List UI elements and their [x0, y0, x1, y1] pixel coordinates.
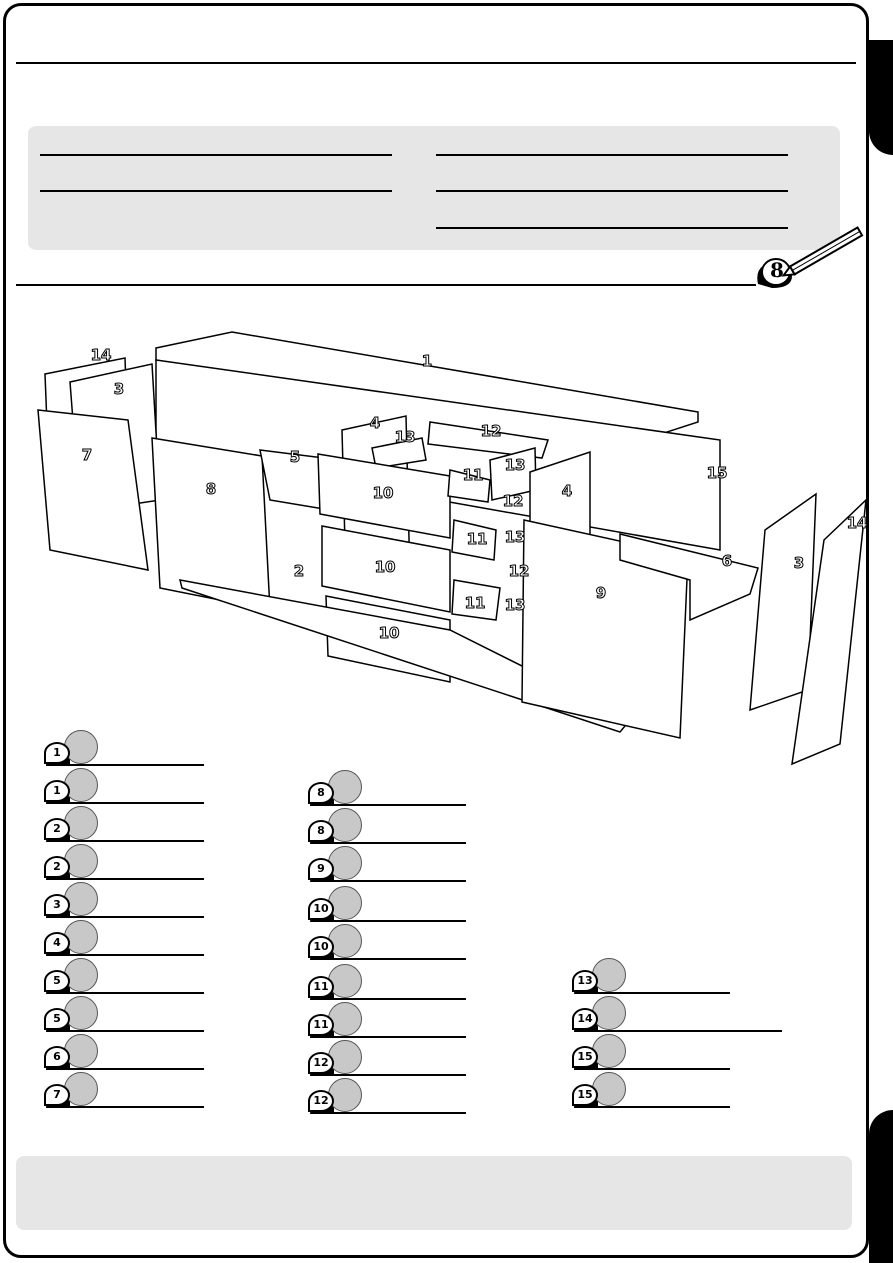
- part-row: 11: [308, 964, 468, 1000]
- callout-10b: 10: [374, 558, 396, 577]
- part-shelf-6: [619, 533, 759, 622]
- callout-8: 8: [205, 480, 217, 499]
- part-row: 3: [44, 882, 204, 918]
- callout-13a: 13: [394, 428, 416, 447]
- step-number: 8: [770, 258, 784, 282]
- info-panel: [28, 126, 840, 250]
- part-row: 14: [572, 996, 784, 1032]
- part-row: 15: [572, 1072, 732, 1108]
- part-drawer-side-11c: [451, 579, 501, 621]
- part-row: 13: [572, 958, 732, 994]
- part-drawer-side-11b: [451, 519, 497, 561]
- part-row: 2: [44, 844, 204, 880]
- part-drawer-side-13: [371, 437, 427, 469]
- part-row: 9: [308, 846, 468, 882]
- callout-6: 6: [721, 552, 733, 571]
- part-door-7: [37, 409, 149, 571]
- part-row: 8: [308, 770, 468, 806]
- part-row: 15: [572, 1034, 732, 1070]
- callout-4b: 4: [561, 482, 573, 501]
- part-row: 10: [308, 924, 468, 960]
- callout-10c: 10: [378, 624, 400, 643]
- callout-13b: 13: [504, 456, 526, 475]
- callout-5: 5: [289, 448, 301, 467]
- callout-9: 9: [595, 584, 607, 603]
- part-row: 11: [308, 1002, 468, 1038]
- edge-tab-bottom: [869, 1110, 893, 1263]
- info-line-4: [436, 190, 788, 192]
- part-row: 4: [44, 920, 204, 956]
- info-line-2: [40, 190, 392, 192]
- info-line-5: [436, 227, 788, 229]
- part-row: 1: [44, 768, 204, 804]
- part-row: 6: [44, 1034, 204, 1070]
- callout-2: 2: [293, 562, 305, 581]
- part-back-frame-14-right: [791, 498, 867, 766]
- part-drawer-side-11a: [447, 469, 491, 503]
- callout-11c: 11: [464, 594, 486, 613]
- part-row: 2: [44, 806, 204, 842]
- callout-14b: 14: [846, 514, 868, 533]
- part-drawer-back-12: [427, 421, 549, 459]
- part-drawer-front-10-top: [317, 453, 451, 539]
- callout-12c: 12: [508, 562, 530, 581]
- callout-3b: 3: [793, 554, 805, 573]
- info-line-3: [436, 154, 788, 156]
- footer-panel: [16, 1156, 852, 1230]
- step-rule: [16, 284, 756, 286]
- part-row: 12: [308, 1040, 468, 1076]
- part-row: 5: [44, 958, 204, 994]
- pencil-icon: [757, 226, 864, 288]
- callout-12b: 12: [502, 492, 524, 511]
- part-door-8: [151, 437, 271, 611]
- exploded-furniture-diagram: [37, 331, 867, 766]
- callout-10a: 10: [372, 484, 394, 503]
- header-rule: [16, 62, 856, 64]
- callout-13d: 13: [504, 596, 526, 615]
- part-row: 10: [308, 886, 468, 922]
- part-row: 7: [44, 1072, 204, 1108]
- callout-7: 7: [81, 446, 93, 465]
- callout-11a: 11: [462, 466, 484, 485]
- part-row: 5: [44, 996, 204, 1032]
- part-row: 1: [44, 730, 204, 766]
- part-row: 12: [308, 1078, 468, 1114]
- callout-1: 1: [421, 352, 433, 371]
- callout-4a: 4: [369, 414, 381, 433]
- callout-13c: 13: [504, 528, 526, 547]
- callout-14a: 14: [90, 346, 112, 365]
- info-line-1: [40, 154, 392, 156]
- edge-tab-top: [869, 40, 893, 155]
- callout-15: 15: [706, 464, 728, 483]
- callout-11b: 11: [466, 530, 488, 549]
- callout-3a: 3: [113, 380, 125, 399]
- part-drawer-front-10-mid: [321, 525, 451, 613]
- part-row: 8: [308, 808, 468, 844]
- callout-12a: 12: [480, 422, 502, 441]
